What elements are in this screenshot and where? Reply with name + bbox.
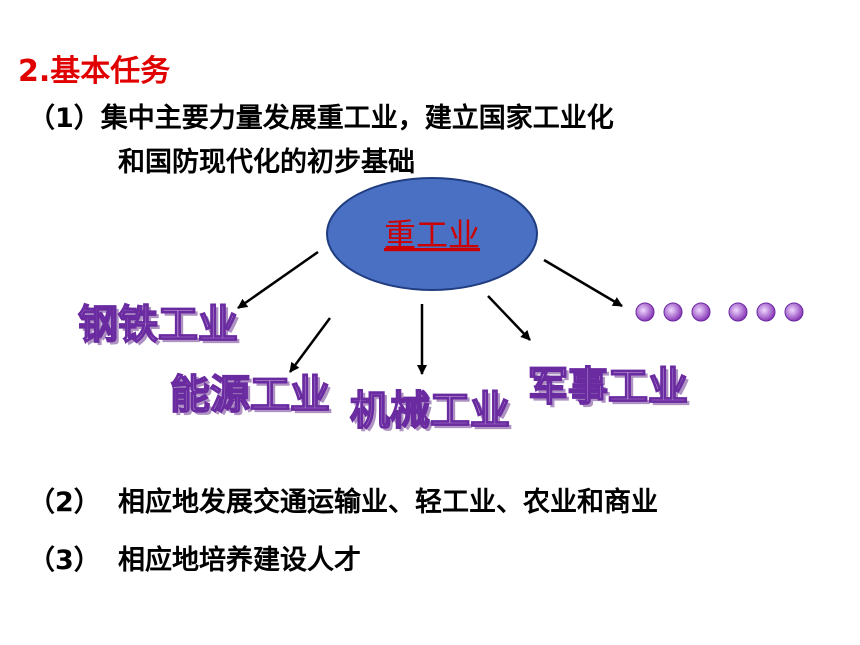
section-heading: 2.基本任务 [18, 54, 171, 89]
branch-steel-shadow: 钢铁工业 [81, 305, 241, 351]
branch-machinery-shadow: 机械工业 [353, 391, 513, 437]
branch-military: 军事工业 军事工业 [527, 363, 691, 413]
task-1-line-1: 集中主要力量发展重工业，建立国家工业化 [100, 103, 614, 134]
branch-machinery-label: 机械工业 [350, 388, 510, 434]
branch-military-shadow: 军事工业 [531, 367, 691, 413]
branch-energy-shadow: 能源工业 [173, 375, 333, 421]
task-1-line-2: 和国防现代化的初步基础 [118, 147, 415, 178]
branch-machinery: 机械工业 机械工业 [349, 387, 513, 437]
task-3-number: （3） [28, 545, 101, 576]
branch-steel: 钢铁工业 钢铁工业 [77, 301, 241, 351]
branch-energy: 能源工业 能源工业 [169, 371, 333, 421]
branch-steel-label: 钢铁工业 [78, 302, 238, 348]
task-1-number: （1） [28, 103, 101, 134]
more-ellipsis [635, 302, 804, 322]
task-2: （2） 相应地发展交通运输业、轻工业、农业和商业 [28, 480, 658, 519]
branch-military-label: 军事工业 [528, 364, 688, 410]
task-3-text: 相应地培养建设人才 [118, 545, 361, 576]
task-1: （1）集中主要力量发展重工业，建立国家工业化 [28, 96, 614, 135]
arrow-to-military [487, 295, 531, 341]
task-2-number: （2） [28, 487, 101, 518]
task-3: （3） 相应地培养建设人才 [28, 538, 361, 577]
arrow-to-energy [288, 317, 332, 373]
hub-ellipse [326, 177, 538, 291]
arrow-to-steel [237, 250, 319, 310]
branch-energy-label: 能源工业 [170, 372, 330, 418]
task-2-text: 相应地发展交通运输业、轻工业、农业和商业 [118, 487, 658, 518]
arrow-to-more [543, 258, 623, 308]
hub-label: 重工业 [384, 216, 480, 254]
